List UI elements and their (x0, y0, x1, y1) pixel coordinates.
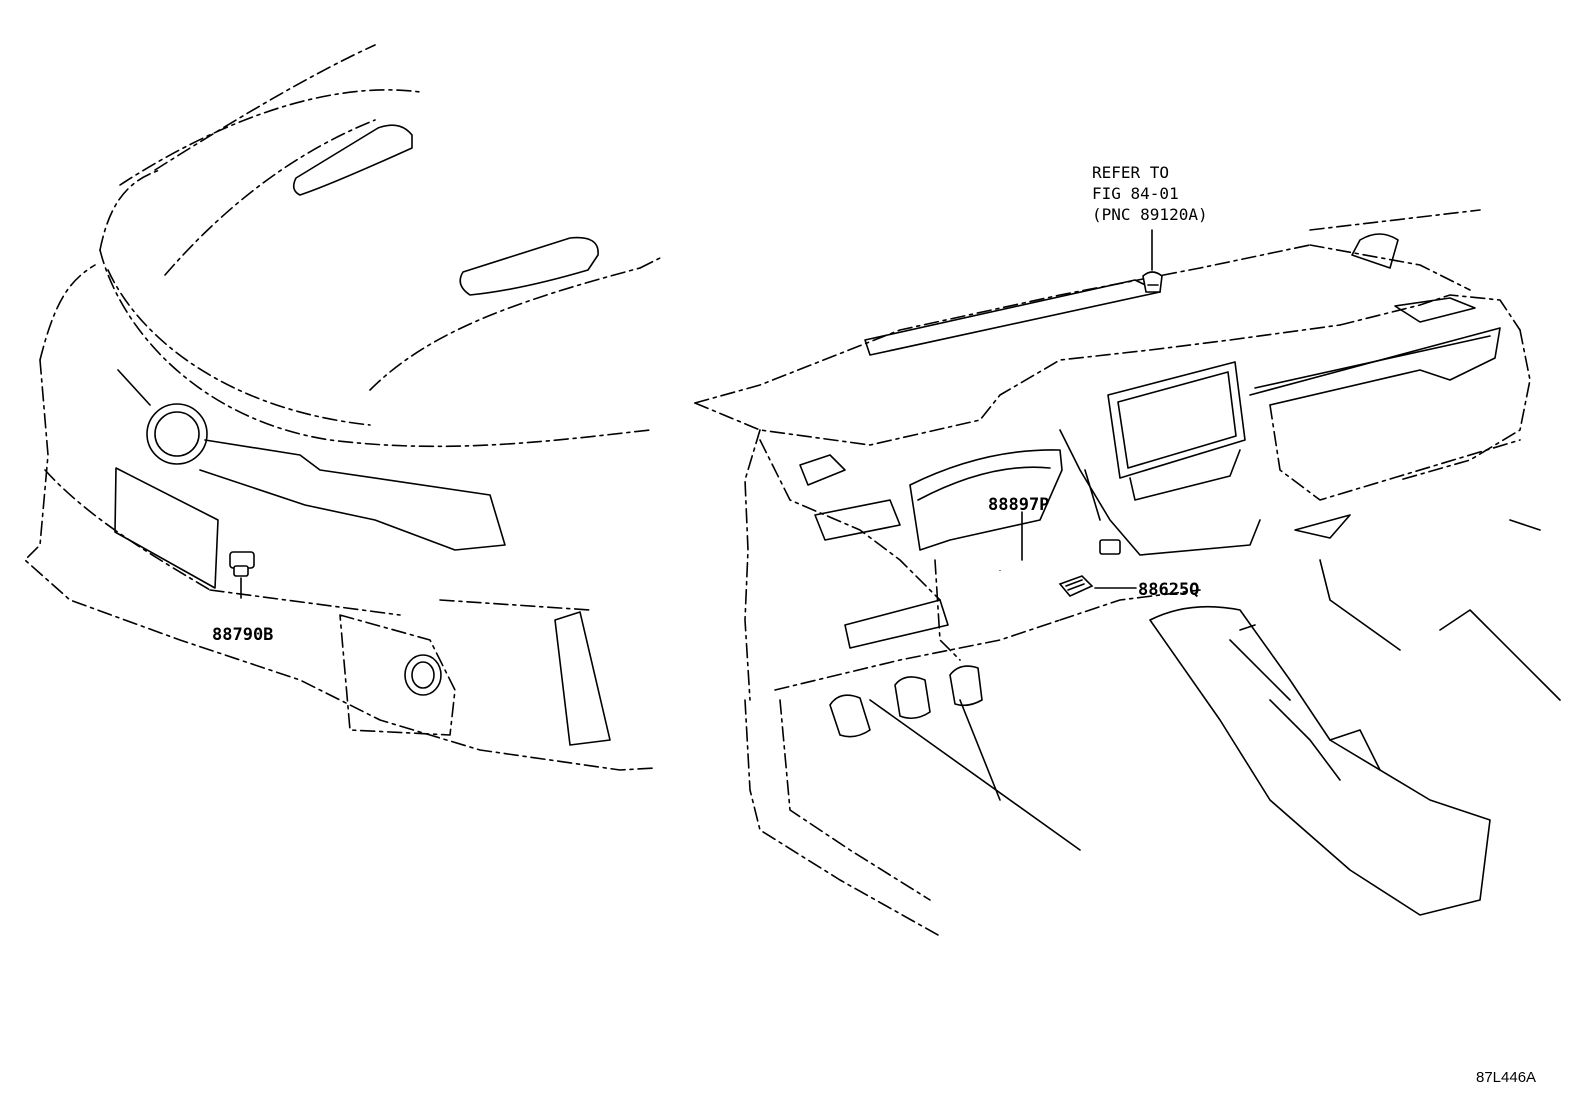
instrument-panel-illustration (694, 209, 1561, 936)
figure-id: 87L446A (1476, 1069, 1536, 1086)
reference-line-1: REFER TO (1092, 163, 1169, 182)
reference-note: REFER TO FIG 84-01 (PNC 89120A) (1092, 163, 1208, 224)
leader-lines (1021, 229, 1153, 589)
connector-part-icon (1058, 575, 1094, 597)
sensor-part-icon (229, 551, 255, 599)
part-label-88897p: 88897P (988, 495, 1049, 515)
part-label-88790b: 88790B (212, 625, 273, 645)
reference-line-2: FIG 84-01 (1092, 184, 1179, 203)
dash-clip-part-icon (1142, 271, 1163, 293)
part-label-88625q: 88625Q (1138, 580, 1199, 600)
reference-line-3: (PNC 89120A) (1092, 205, 1208, 224)
front-bumper-illustration (24, 44, 661, 771)
harness-part-icon (998, 539, 1121, 577)
